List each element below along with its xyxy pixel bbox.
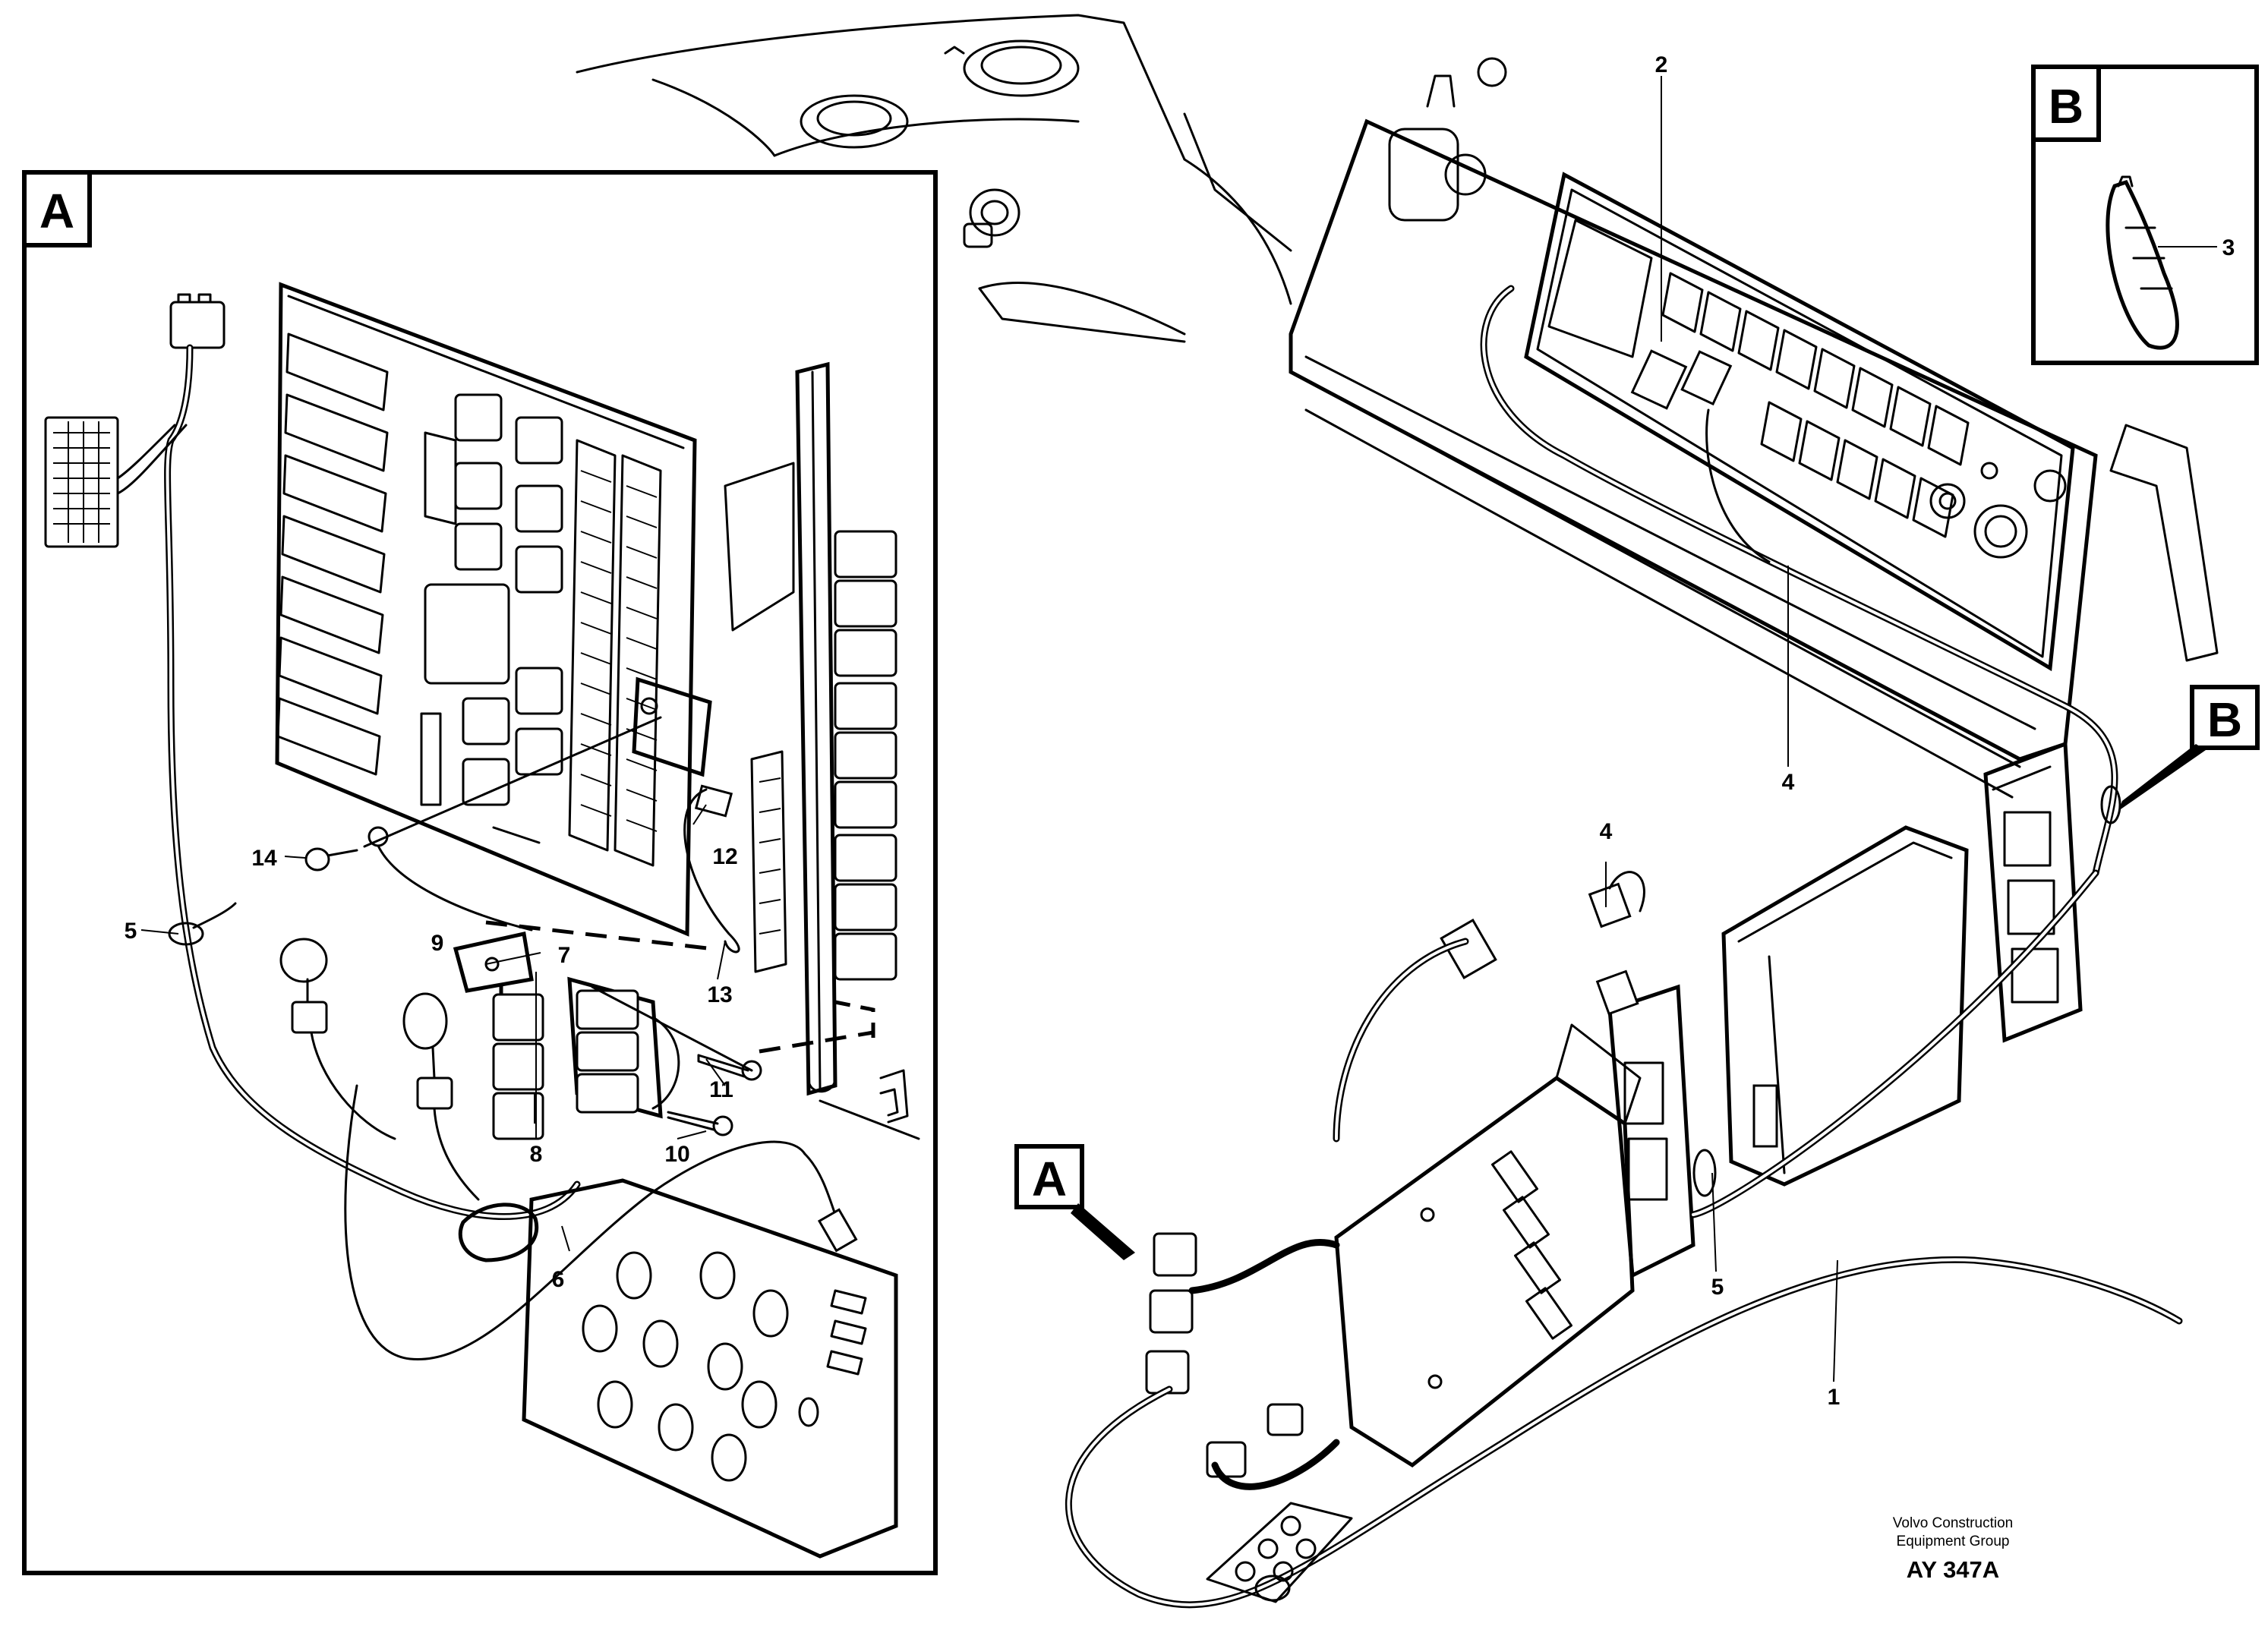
callout-10: 10 [664, 1142, 689, 1167]
leader-lines [140, 76, 2217, 1382]
callout-8: 8 [530, 1142, 543, 1167]
relay-stack [492, 976, 680, 1140]
callout-13: 13 [707, 982, 732, 1007]
callout-5-main: 5 [1711, 1275, 1724, 1300]
callout-numbers: 2 3 4 4 5 1 5 14 12 9 7 13 11 10 8 6 [125, 52, 2235, 1410]
detail-b-box: B [2031, 65, 2259, 365]
drawing-code: AY 347A [1907, 1556, 1999, 1583]
detail-a-box: A [22, 170, 938, 1575]
instrument-panel [1289, 57, 2219, 877]
cab-console-background [576, 14, 1292, 343]
detail-a-label: A [39, 184, 74, 238]
rocker-switch-grid [1661, 272, 1970, 538]
callout-6: 6 [552, 1267, 565, 1292]
detail-b-label: B [2049, 79, 2083, 134]
callout-5-detail: 5 [125, 919, 137, 944]
view-pointer-b: B [2100, 685, 2260, 824]
callout-14: 14 [251, 846, 277, 871]
mounting-bracket [1983, 741, 2083, 1043]
callout-4-dash: 4 [1782, 770, 1795, 795]
callout-11: 11 [709, 1077, 733, 1102]
callout-4-connector: 4 [1600, 819, 1613, 844]
central-electrical-board [275, 282, 697, 937]
detail-a-harness [44, 293, 858, 1360]
callout-2: 2 [1655, 52, 1668, 77]
drawing-footer: Volvo Construction Equipment Group AY 34… [1893, 1515, 2013, 1583]
callout-9: 9 [431, 931, 444, 956]
main-harness-assembly [1065, 869, 2183, 1609]
relay-rail [724, 361, 920, 1140]
control-unit-box [1721, 825, 1969, 1187]
publisher-line-2: Equipment Group [1897, 1534, 2010, 1549]
pointer-a-label: A [1032, 1152, 1067, 1206]
pointer-b-label: B [2207, 692, 2242, 747]
callout-12: 12 [712, 844, 737, 869]
callout-1: 1 [1828, 1385, 1841, 1410]
publisher-line-1: Volvo Construction [1893, 1515, 2013, 1531]
callout-3: 3 [2222, 235, 2235, 260]
callout-7: 7 [558, 943, 571, 968]
perforated-panel [522, 1178, 898, 1559]
view-pointer-a: A [1014, 1144, 1135, 1260]
